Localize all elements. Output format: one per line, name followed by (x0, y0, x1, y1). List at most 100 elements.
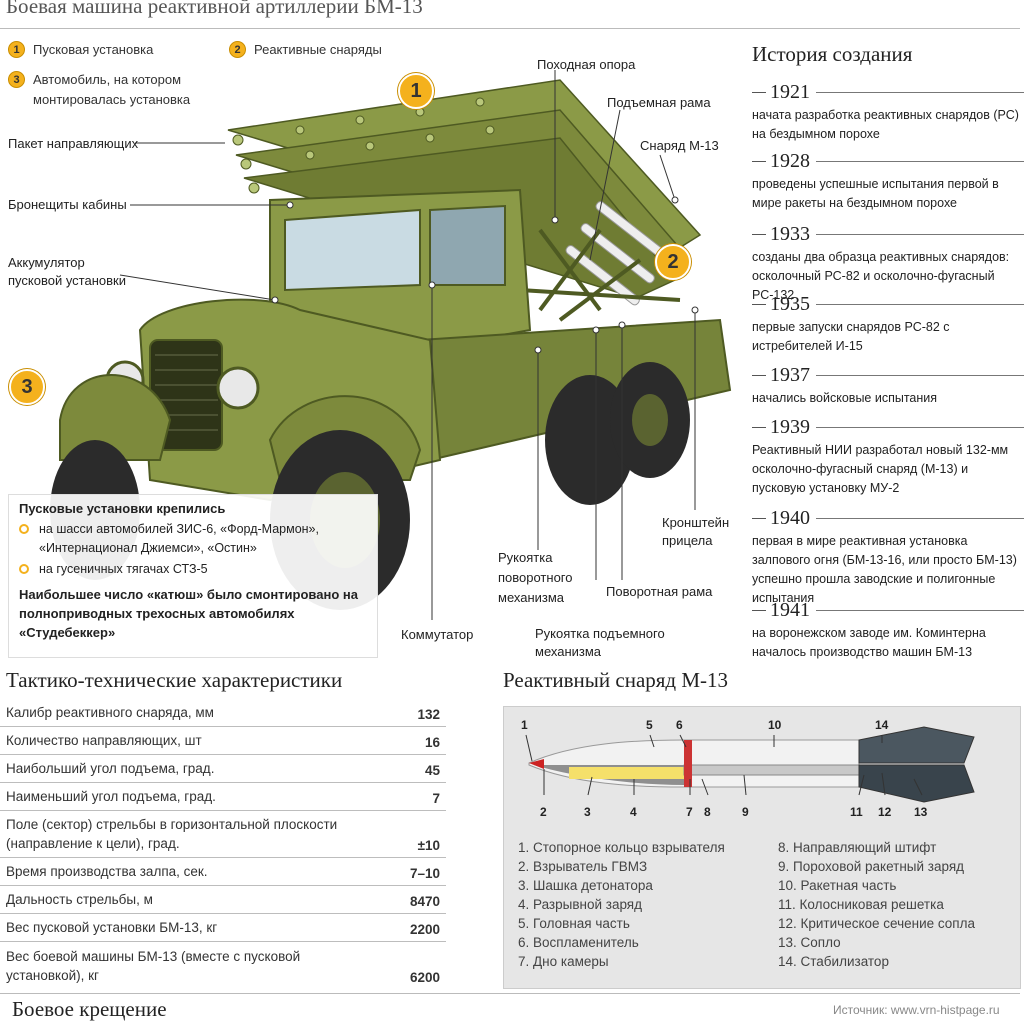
badge-rockets: 2 (655, 244, 691, 280)
mounts-item: на гусеничных тягачах СТЗ-5 (19, 560, 367, 579)
spec-value: 8470 (409, 894, 440, 909)
history-entry: 1928 проведены успешные испытания первой… (752, 150, 1024, 213)
history-text: Реактивный НИИ разработал новый 132-мм о… (752, 443, 1009, 495)
badge-3: 3 (8, 71, 25, 88)
rocket-panel: 1 5 6 10 14 2 3 4 7 8 9 11 12 13 1. Стоп… (503, 706, 1021, 989)
spec-label: Вес пусковой установки БМ-13, кг (6, 920, 218, 935)
rocket-label-num: 4 (630, 805, 637, 819)
history-year: 1933 (752, 223, 1024, 245)
rocket-part: 9. Пороховой ракетный заряд (778, 859, 965, 874)
callout-shell-m13: Снаряд М-13 (640, 138, 719, 153)
legend-label: Автомобиль, на котором монтировалась уст… (33, 72, 191, 107)
spec-label: Калибр реактивного снаряда, мм (6, 705, 214, 720)
rocket-part: 13. Сопло (778, 935, 841, 950)
source-credit: Источник: www.vrn-histpage.ru (833, 1003, 1000, 1017)
rocket-label-num: 7 (686, 805, 693, 819)
rocket-part: 6. Воспламенитель (518, 935, 639, 950)
spec-row: Вес пусковой установки БМ-13, кг 2200 (0, 914, 446, 942)
rockets (565, 201, 670, 306)
rocket-parts-left: 1. Стопорное кольцо взрывателя 2. Взрыва… (518, 838, 725, 971)
badge-2: 2 (229, 41, 246, 58)
history-entry: 1933 созданы два образца реактивных снар… (752, 223, 1024, 305)
history-text: начата разработка реактивных снарядов (Р… (752, 108, 1019, 141)
history-entry: 1940 первая в мире реактивная установка … (752, 507, 1024, 608)
rocket-label-num: 1 (521, 718, 528, 732)
history-text: на воронежском заводе им. Коминтерна нач… (752, 626, 986, 659)
rocket-part: 12. Критическое сечение сопла (778, 916, 975, 931)
rocket-part: 7. Дно камеры (518, 954, 609, 969)
rocket-label-num: 12 (878, 805, 892, 819)
side-window (429, 204, 506, 286)
history-year: 1928 (752, 150, 1024, 172)
headlight-right (216, 366, 260, 410)
rocket-label-num: 10 (768, 718, 782, 732)
rocket-part: 8. Направляющий штифт (778, 840, 937, 855)
spec-label: Время производства залпа, сек. (6, 864, 208, 879)
callout-lifting-handle: Рукоятка подъемного механизма (535, 626, 665, 659)
mounts-highlight: Наибольшее число «катюш» было смонтирова… (19, 587, 358, 640)
rocket-label-num: 9 (742, 805, 749, 819)
page-title: Боевая машина реактивной артиллерии БМ-1… (6, 0, 423, 18)
rocket-label-num: 6 (676, 718, 683, 732)
mounts-title: Пусковые установки крепились (19, 501, 226, 516)
spec-row: Наибольший угол подъема, град. 45 (0, 755, 446, 783)
rocket-label-num: 3 (584, 805, 591, 819)
history-entry: 1937 начались войсковые испытания (752, 364, 1024, 408)
rocket-title: Реактивный снаряд М-13 (503, 668, 729, 692)
history-entry: 1935 первые запуски снарядов РС-82 с ист… (752, 293, 1024, 356)
callout-cab-armor: Бронещиты кабины (8, 197, 127, 212)
history-entry: 1921 начата разработка реактивных снаряд… (752, 81, 1024, 144)
history-year: 1941 (752, 599, 1024, 621)
history-text: проведены успешные испытания первой в ми… (752, 177, 999, 210)
spec-row: Вес боевой машины БМ-13 (вместе с пусков… (0, 942, 446, 989)
spec-label: Наибольший угол подъема, град. (6, 761, 215, 776)
spec-row: Поле (сектор) стрельбы в горизонтальной … (0, 811, 446, 858)
spec-label: Наименьший угол подъема, град. (6, 789, 216, 804)
history-entry: 1939 Реактивный НИИ разработал новый 132… (752, 416, 1024, 498)
callout-battery: Аккумулятор пусковой установки (8, 255, 126, 288)
badge-launcher: 1 (398, 73, 434, 109)
callout-lifting-frame: Подъемная рама (607, 95, 711, 110)
spec-row: Время производства залпа, сек.7–10 (0, 858, 446, 886)
rocket-part: 5. Головная часть (518, 916, 630, 931)
spec-value: 6200 (409, 970, 440, 985)
history-year: 1937 (752, 364, 1024, 386)
specs-table: Калибр реактивного снаряда, мм 132 Количе… (0, 700, 446, 989)
rocket-label-num: 14 (875, 718, 889, 732)
rocket-label-num: 2 (540, 805, 547, 819)
rocket-part: 11. Колосниковая решетка (778, 897, 944, 912)
spec-row: Наименьший угол подъема, град.7 (0, 783, 446, 811)
history-year: 1940 (752, 507, 1024, 529)
rocket-label-num: 13 (914, 805, 928, 819)
history-entry: 1941 на воронежском заводе им. Коминтерн… (752, 599, 1024, 662)
rocket-part: 3. Шашка детонатора (518, 878, 653, 893)
windshield (284, 208, 421, 292)
mounts-item: на шасси автомобилей ЗИС-6, «Форд-Мармон… (19, 520, 367, 558)
rocket-parts-right: 8. Направляющий штифт 9. Пороховой ракет… (778, 838, 975, 971)
rocket-label-num: 11 (850, 805, 863, 819)
rocket-label-num: 8 (704, 805, 711, 819)
fender-left (59, 374, 172, 461)
legend-label: Реактивные снаряды (254, 42, 382, 57)
bullet-icon (19, 564, 29, 574)
title-divider (0, 28, 1020, 29)
legend-item-vehicle: 3 Автомобиль, на котором монтировалась у… (8, 70, 228, 110)
legend-item-rockets: 2 Реактивные снаряды (229, 40, 382, 60)
callout-travel-support: Походная опора (537, 57, 636, 72)
spec-value: 132 (417, 707, 440, 722)
callout-launcher-pack: Пакет направляющих (8, 136, 139, 151)
history-text: первые запуски снарядов РС-82 с истребит… (752, 320, 950, 353)
rocket-part: 1. Стопорное кольцо взрывателя (518, 840, 725, 855)
rocket-part: 2. Взрыватель ГВМЗ (518, 859, 648, 874)
rocket-part: 4. Разрывной заряд (518, 897, 642, 912)
history-year: 1939 (752, 416, 1024, 438)
history-text: первая в мире реактивная установка залпо… (752, 534, 1017, 605)
spec-label: Количество направляющих, шт (6, 733, 202, 748)
spec-value: 45 (424, 763, 440, 778)
rocket-part: 10. Ракетная часть (778, 878, 897, 893)
bullet-icon (19, 524, 29, 534)
history-title: История создания (752, 42, 913, 66)
spec-value: 2200 (409, 922, 440, 937)
